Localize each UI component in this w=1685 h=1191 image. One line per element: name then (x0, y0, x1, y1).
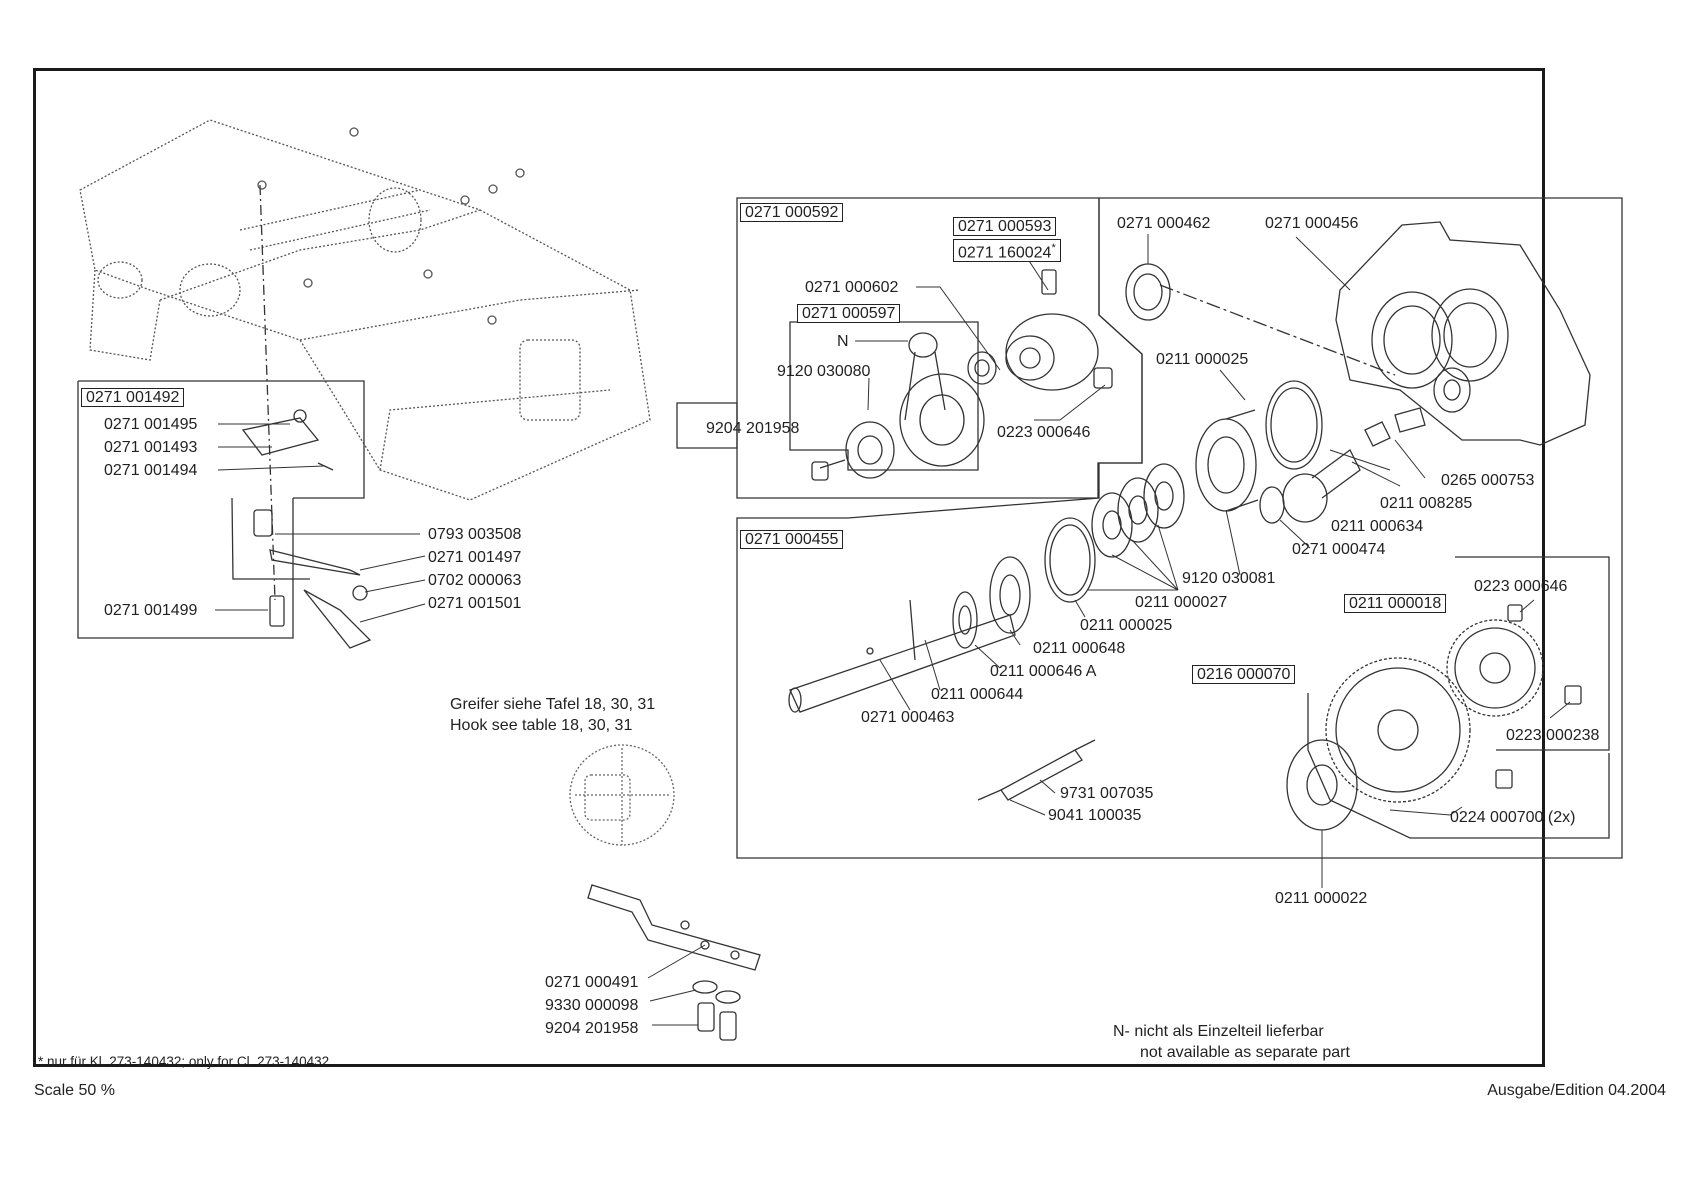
part-label-0271000593: 0271 000593 (953, 217, 1057, 236)
footnote: * nur für Kl. 273-140432; only for Cl. 2… (38, 1054, 330, 1069)
group-box-0271000592 (736, 197, 1143, 499)
part-label-0271000455: 0271 000455 (740, 530, 844, 549)
part-label-0271001501: 0271 001501 (428, 595, 522, 612)
part-label-0271000592: 0271 000592 (740, 203, 844, 222)
n-note-de: N- nicht als Einzelteil lieferbar (1113, 1023, 1324, 1040)
footnote-mark: * (1051, 242, 1056, 254)
hook-illustration (569, 744, 675, 846)
part-label-0223000646-upper: 0223 000646 (997, 424, 1091, 441)
group-box-0211000018 (1455, 556, 1610, 751)
part-label-0211000644: 0211 000644 (931, 686, 1024, 703)
hook-note-en: Hook see table 18, 30, 31 (450, 717, 633, 734)
part-label-0702000063: 0702 000063 (428, 572, 522, 589)
gearbox-housing (1335, 221, 1591, 446)
part-label-9330000098: 9330 000098 (545, 997, 639, 1014)
housing-screw-holes (257, 127, 525, 325)
part-label-0271160024: 0271 160024* (953, 239, 1061, 263)
part-label-0211000022: 0211 000022 (1275, 890, 1368, 907)
part-label-0211000634: 0211 000634 (1331, 518, 1424, 535)
part-label-0271001499: 0271 001499 (104, 602, 198, 619)
shaft-assembly (788, 380, 1426, 713)
part-label-0211008285: 0211 008285 (1380, 495, 1473, 512)
group-box-0271001492 (78, 380, 365, 499)
part-label-9731007035: 9731 007035 (1060, 785, 1154, 802)
machine-housing-drawing (79, 119, 651, 501)
hook-note-de: Greifer siehe Tafel 18, 30, 31 (450, 696, 656, 713)
part-label-0271001492: 0271 001492 (81, 388, 185, 407)
part-label-0271000463: 0271 000463 (861, 709, 955, 726)
part-label-0223000646-lower: 0223 000646 (1474, 578, 1568, 595)
part-label-9204201958-lower: 9204 201958 (545, 1020, 639, 1037)
part-label-0271001497: 0271 001497 (428, 549, 522, 566)
part-label-0265000753: 0265 000753 (1441, 472, 1535, 489)
part-label-0216000070: 0216 000070 (1192, 665, 1296, 684)
gear-assembly (977, 604, 1582, 831)
part-label-0271001494: 0271 001494 (104, 462, 198, 479)
part-label-0223000238: 0223 000238 (1506, 727, 1600, 744)
part-label-0271001495: 0271 001495 (104, 416, 198, 433)
group-box-0271000455 (736, 197, 1623, 859)
part-label-0211000025-upper: 0211 000025 (1156, 351, 1249, 368)
group-box-0216000070 (1307, 693, 1610, 839)
part-label-0211000027: 0211 000027 (1135, 594, 1228, 611)
part-label-0271000597: 0271 000597 (797, 304, 901, 323)
n-note-en: not available as separate part (1140, 1044, 1350, 1061)
part-label-0271000462: 0271 000462 (1117, 215, 1211, 232)
part-label-9120030081: 9120 030081 (1182, 570, 1276, 587)
part-label-0211000025-lower: 0211 000025 (1080, 617, 1173, 634)
part-label-N: N (837, 333, 849, 350)
part-label-0271000456: 0271 000456 (1265, 215, 1359, 232)
part-label-0211000018: 0211 000018 (1344, 594, 1447, 613)
part-label-0271001493: 0271 001493 (104, 439, 198, 456)
part-label-9120030080: 9120 030080 (777, 363, 871, 380)
part-label-0224000700: 0224 000700 (2x) (1450, 809, 1576, 826)
part-label-9041100035: 9041 100035 (1048, 807, 1142, 824)
part-label-0211000646A: 0211 000646 A (990, 663, 1097, 680)
part-label-0271000474: 0271 000474 (1292, 541, 1386, 558)
needle-plate-parts (241, 409, 372, 649)
scale-label: Scale 50 % (34, 1082, 115, 1099)
part-label-0271000602: 0271 000602 (805, 279, 899, 296)
assembly-axis-line (259, 184, 276, 601)
bracket-parts (587, 884, 761, 1041)
part-label-0211000648: 0211 000648 (1033, 640, 1126, 657)
part-number: 0271 160024 (958, 244, 1052, 262)
part-label-0793003508: 0793 003508 (428, 526, 522, 543)
edition-label: Ausgabe/Edition 04.2004 (1487, 1082, 1666, 1099)
diagram-frame (33, 68, 1545, 1067)
part-label-0271000491: 0271 000491 (545, 974, 639, 991)
group-box-0271000597 (789, 321, 979, 471)
part-label-9204201958-upper: 9204 201958 (706, 420, 800, 437)
